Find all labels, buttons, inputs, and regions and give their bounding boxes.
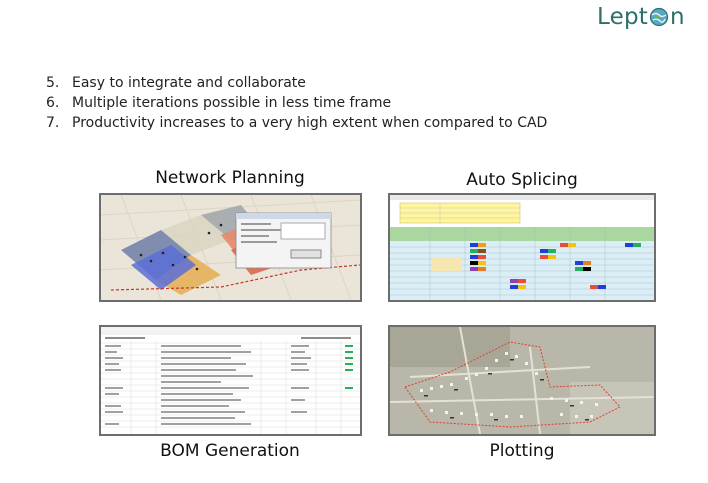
caption-network-planning: Network Planning [155, 168, 305, 188]
network-planning-image [99, 193, 362, 302]
benefits-list: 5.Easy to integrate and collaborate 6.Mu… [46, 73, 547, 133]
bom-generation-image [99, 325, 362, 436]
caption-auto-splicing: Auto Splicing [466, 170, 578, 190]
logo-text-right: n [669, 4, 685, 30]
list-item: 7.Productivity increases to a very high … [46, 115, 548, 131]
list-item: 6.Multiple iterations possible in less t… [46, 95, 392, 111]
list-item: 5.Easy to integrate and collaborate [46, 75, 306, 91]
globe-icon [649, 7, 669, 27]
plotting-image [388, 325, 656, 436]
lepton-logo: Lept n [597, 4, 685, 30]
auto-splicing-image [388, 193, 656, 302]
caption-plotting: Plotting [489, 441, 555, 461]
caption-bom-generation: BOM Generation [160, 441, 300, 461]
logo-text-left: Lept [597, 4, 648, 30]
